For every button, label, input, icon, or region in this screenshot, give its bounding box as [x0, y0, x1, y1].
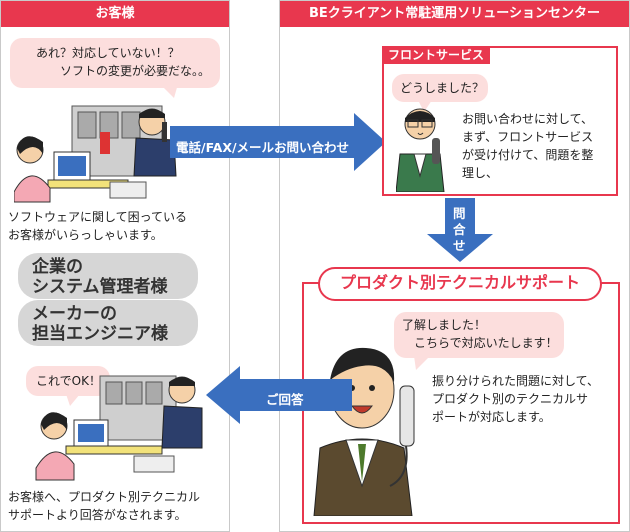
forward-arrow-label-2: 合 — [453, 222, 466, 237]
tech-bubble-line2: こちらで対応いたします！ — [414, 336, 558, 350]
bubble-tail — [418, 100, 432, 112]
tech-desc-line1: 振り分けられた問題に対して、 — [432, 374, 600, 388]
answer-arrow — [206, 366, 352, 424]
customer-desc1-line2: お客様がいらっしゃいます。 — [8, 228, 163, 242]
front-desc-line2: まず、フロントサービス — [462, 130, 594, 144]
front-desc-line3: が受け付けて、問題を整 — [462, 148, 594, 162]
customer-question-line2: ソフトの変更が必要だな。。 — [60, 64, 211, 78]
pill1-line1: 企業の — [32, 257, 83, 277]
pill2-line1: メーカーの — [32, 304, 117, 324]
bubble-tail — [414, 356, 430, 370]
front-service-bubble: どうしました？ — [392, 74, 488, 112]
customer-question-line1: あれ？対応していない！？ — [36, 46, 180, 60]
customer-ok-text: これでOK！ — [36, 374, 101, 388]
answer-arrow-label: ご回答 — [266, 392, 304, 407]
customer-question-bubble: あれ？対応していない！？ ソフトの変更が必要だな。。 — [10, 38, 220, 98]
pill2-line2: 担当エンジニア様 — [32, 324, 168, 344]
center-header: BEクライアント常駐運用ソリューションセンター — [280, 1, 629, 27]
customer-type-maker-engineer: メーカーの 担当エンジニア様 — [18, 300, 198, 346]
forward-arrow-label-3: せ — [453, 238, 466, 253]
customer-type-system-admin: 企業の システム管理者様 — [18, 253, 198, 299]
bubble-tail — [66, 394, 80, 406]
tech-bubble-line1: 了解しました！ — [402, 318, 487, 332]
forward-arrow-label-1: 問 — [453, 206, 466, 221]
inquiry-arrow — [170, 113, 386, 171]
tech-support-title: プロダクト別テクニカルサポート — [318, 267, 602, 301]
pill1-line2: システム管理者様 — [32, 277, 168, 297]
front-service-tag: フロントサービス — [382, 46, 491, 64]
front-service-bubble-text: どうしました？ — [400, 81, 485, 95]
customer-ok-bubble: これでOK！ — [26, 366, 110, 406]
front-desc-line1: お問い合わせに対して、 — [462, 112, 594, 126]
front-desc-line4: 理し、 — [462, 166, 499, 180]
customer-desc1-line1: ソフトウェアに関して困っている — [8, 210, 188, 224]
tech-desc-line3: ポートが対応します。 — [432, 410, 551, 424]
tech-support-bubble: 了解しました！ こちらで対応いたします！ — [394, 312, 564, 370]
tech-desc-line2: プロダクト別のテクニカルサ — [432, 392, 589, 406]
customer-header: お客様 — [1, 1, 229, 27]
customer-resolved-illustration — [35, 375, 203, 481]
tech-support-agent-illustration — [313, 347, 415, 516]
front-service-operator-illustration — [396, 108, 445, 192]
forward-arrow — [427, 198, 493, 262]
inquiry-arrow-label: 電話/FAX/メールお問い合わせ — [176, 140, 350, 155]
customer-desc2-line2: サポートより回答がなされます。 — [8, 508, 187, 522]
customer-desc2-line1: お客様へ、プロダクト別テクニカル — [8, 490, 201, 504]
bubble-tail — [160, 84, 178, 98]
customer-office-illustration — [14, 105, 177, 203]
